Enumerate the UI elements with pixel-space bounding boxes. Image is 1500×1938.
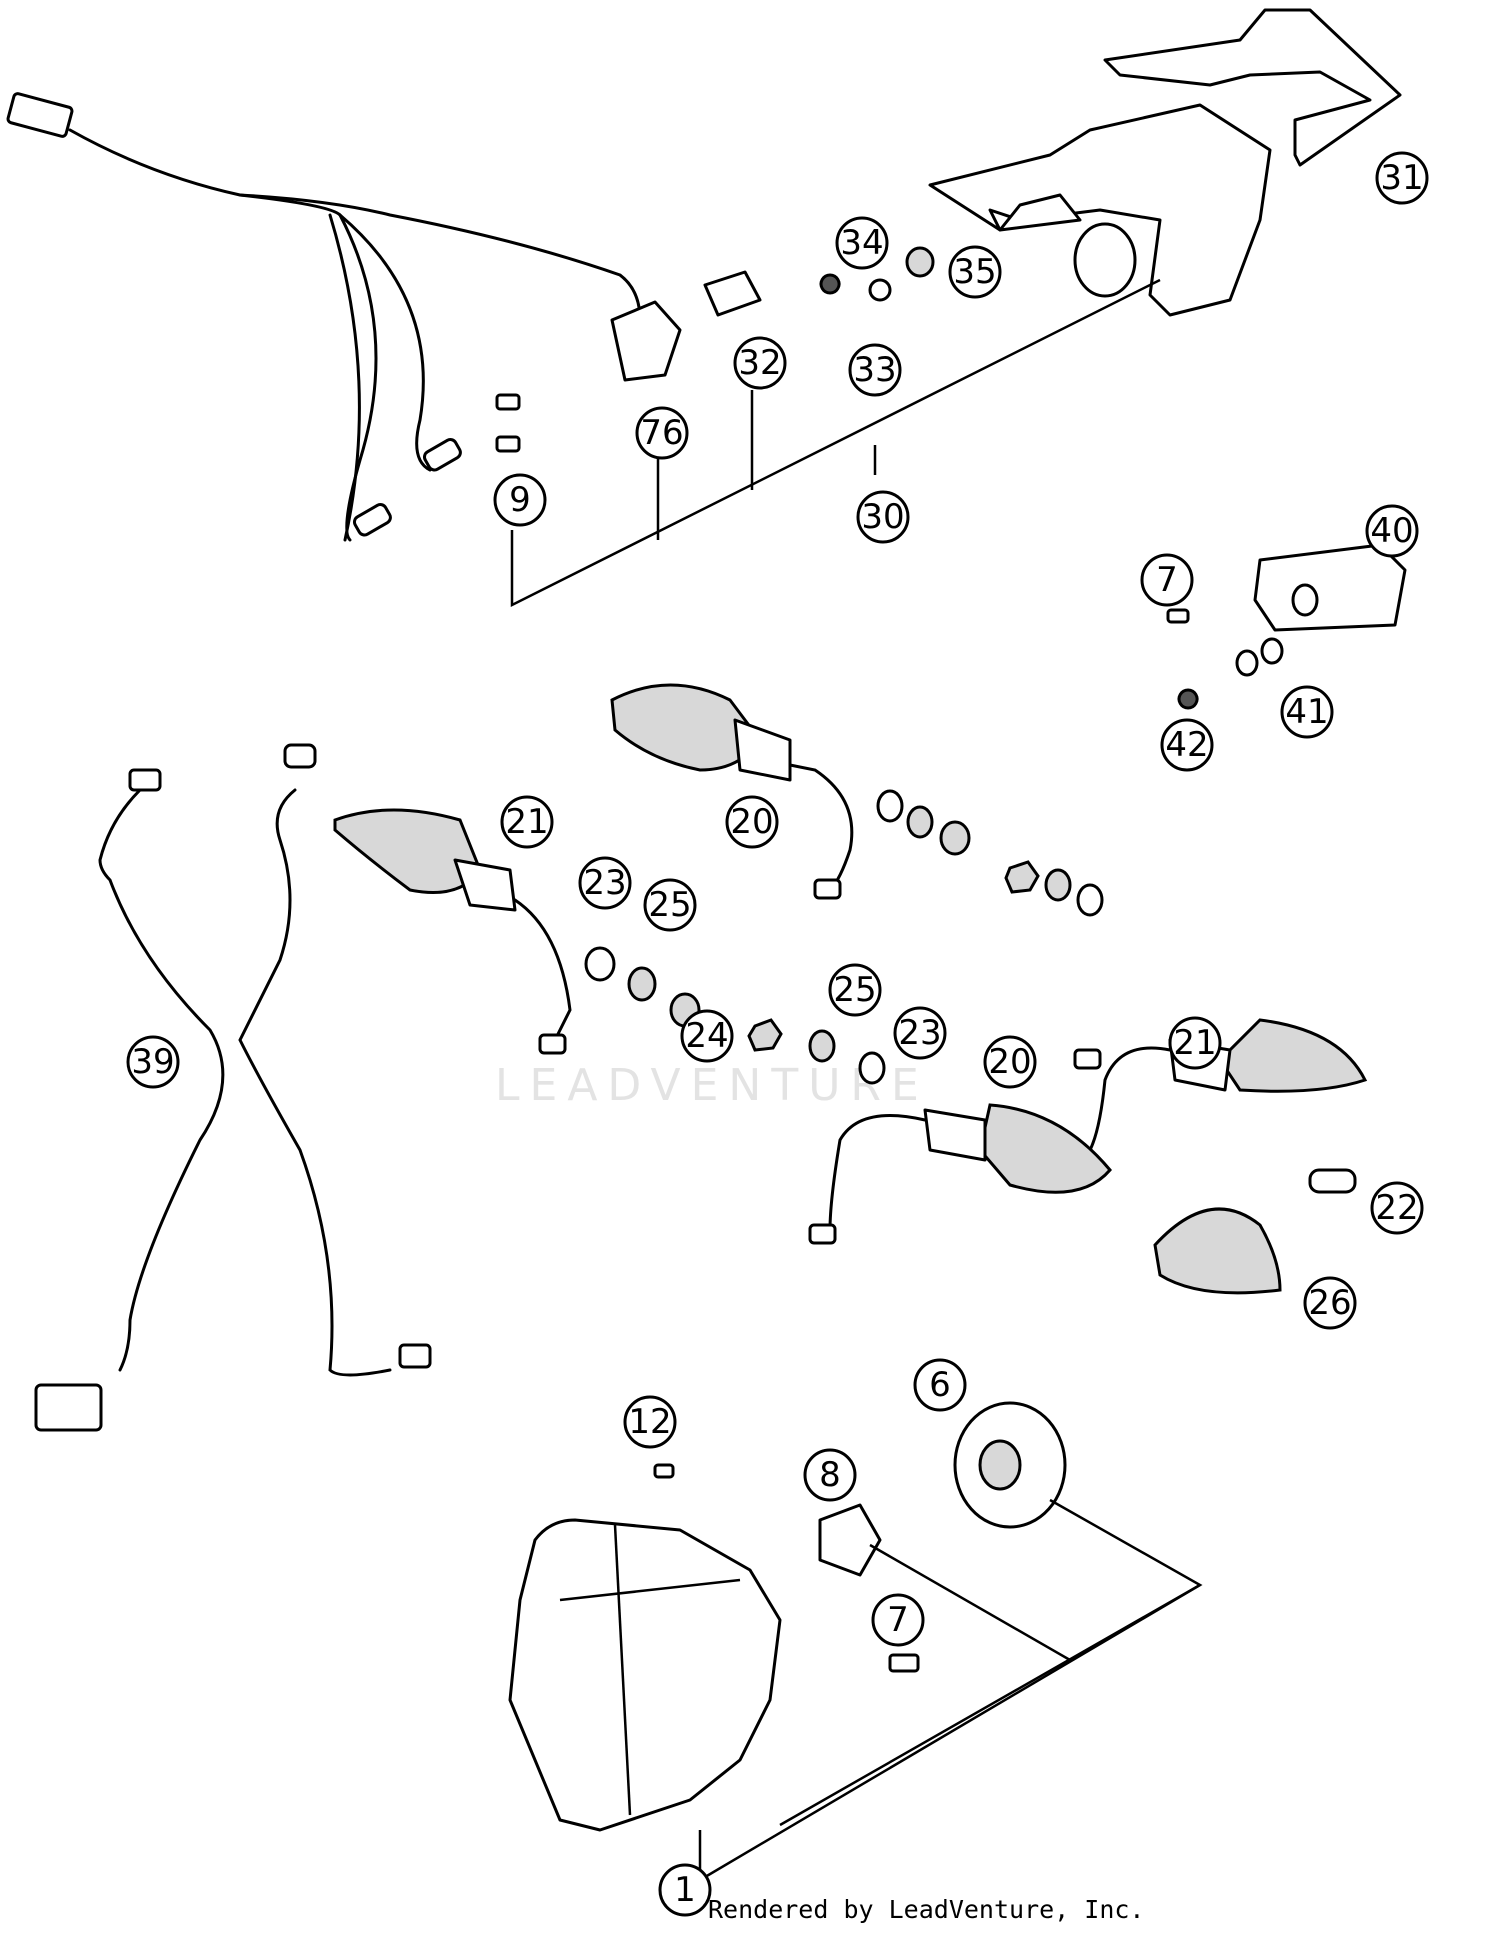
callout-23-left: 23 bbox=[578, 856, 632, 910]
svg-text:23: 23 bbox=[898, 1013, 941, 1053]
callout-12: 12 bbox=[623, 1395, 677, 1449]
callout-42: 42 bbox=[1160, 718, 1214, 772]
callout-7-top: 7 bbox=[1140, 553, 1194, 607]
svg-text:20: 20 bbox=[988, 1042, 1031, 1082]
callout-40: 40 bbox=[1365, 504, 1419, 558]
callout-25-left: 25 bbox=[643, 878, 697, 932]
indicator-rear-left bbox=[808, 1103, 1112, 1245]
credit-text: Rendered by LeadVenture, Inc. bbox=[708, 1895, 1145, 1924]
tail-harness bbox=[6, 8, 1402, 542]
svg-text:40: 40 bbox=[1370, 511, 1413, 551]
svg-text:39: 39 bbox=[131, 1042, 174, 1082]
callout-20-top: 20 bbox=[725, 795, 779, 849]
callout-25-right: 25 bbox=[828, 963, 882, 1017]
callout-41: 41 bbox=[1280, 685, 1334, 739]
svg-text:41: 41 bbox=[1285, 692, 1328, 732]
indicator-harness bbox=[34, 743, 432, 1432]
svg-text:25: 25 bbox=[648, 885, 691, 925]
svg-text:32: 32 bbox=[738, 343, 781, 383]
washers-nuts bbox=[584, 789, 1104, 1085]
svg-text:25: 25 bbox=[833, 970, 876, 1010]
callout-76: 76 bbox=[635, 406, 689, 460]
callout-24: 24 bbox=[680, 1009, 734, 1063]
svg-text:33: 33 bbox=[853, 350, 896, 390]
callout-35: 35 bbox=[948, 245, 1002, 299]
callout-6: 6 bbox=[913, 1358, 967, 1412]
callout-22: 22 bbox=[1370, 1181, 1424, 1235]
svg-text:12: 12 bbox=[628, 1402, 671, 1442]
callout-21-left: 21 bbox=[500, 795, 554, 849]
svg-text:76: 76 bbox=[640, 413, 683, 453]
svg-text:35: 35 bbox=[953, 252, 996, 292]
svg-text:9: 9 bbox=[509, 480, 531, 520]
svg-text:26: 26 bbox=[1308, 1283, 1351, 1323]
svg-text:42: 42 bbox=[1165, 725, 1208, 765]
callout-1: 1 bbox=[658, 1863, 712, 1917]
svg-text:8: 8 bbox=[819, 1455, 841, 1495]
indicator-front-right bbox=[333, 808, 572, 1055]
plate-light bbox=[1166, 543, 1407, 710]
svg-text:6: 6 bbox=[929, 1365, 951, 1405]
svg-text:7: 7 bbox=[887, 1600, 909, 1640]
callout-26: 26 bbox=[1303, 1276, 1357, 1330]
leaders-top bbox=[510, 278, 1161, 608]
indicator-front-left bbox=[610, 683, 854, 900]
callout-8: 8 bbox=[803, 1448, 857, 1502]
callout-7-bottom: 7 bbox=[871, 1593, 925, 1647]
svg-text:34: 34 bbox=[840, 223, 883, 263]
callouts: 31 34 35 32 33 76 9 30 40 7 41 42 21 20 … bbox=[126, 151, 1429, 1917]
svg-text:31: 31 bbox=[1380, 158, 1423, 198]
callout-39: 39 bbox=[126, 1035, 180, 1089]
callout-21-right: 21 bbox=[1168, 1016, 1222, 1070]
bulb-and-lens bbox=[1153, 1168, 1357, 1295]
svg-text:24: 24 bbox=[685, 1016, 728, 1056]
callout-30: 30 bbox=[856, 490, 910, 544]
callout-23-right: 23 bbox=[893, 1006, 947, 1060]
callout-9: 9 bbox=[493, 473, 547, 527]
callout-34: 34 bbox=[835, 216, 889, 270]
svg-text:22: 22 bbox=[1375, 1188, 1418, 1228]
callout-31: 31 bbox=[1375, 151, 1429, 205]
svg-text:20: 20 bbox=[730, 802, 773, 842]
watermark: LEADVENTURE bbox=[495, 1060, 929, 1111]
svg-text:23: 23 bbox=[583, 863, 626, 903]
svg-text:21: 21 bbox=[1173, 1023, 1216, 1063]
callout-32: 32 bbox=[733, 336, 787, 390]
svg-text:30: 30 bbox=[861, 497, 904, 537]
callout-33: 33 bbox=[848, 343, 902, 397]
callout-20-bottom: 20 bbox=[983, 1035, 1037, 1089]
svg-text:1: 1 bbox=[674, 1870, 696, 1910]
svg-text:7: 7 bbox=[1156, 560, 1178, 600]
svg-text:21: 21 bbox=[505, 802, 548, 842]
